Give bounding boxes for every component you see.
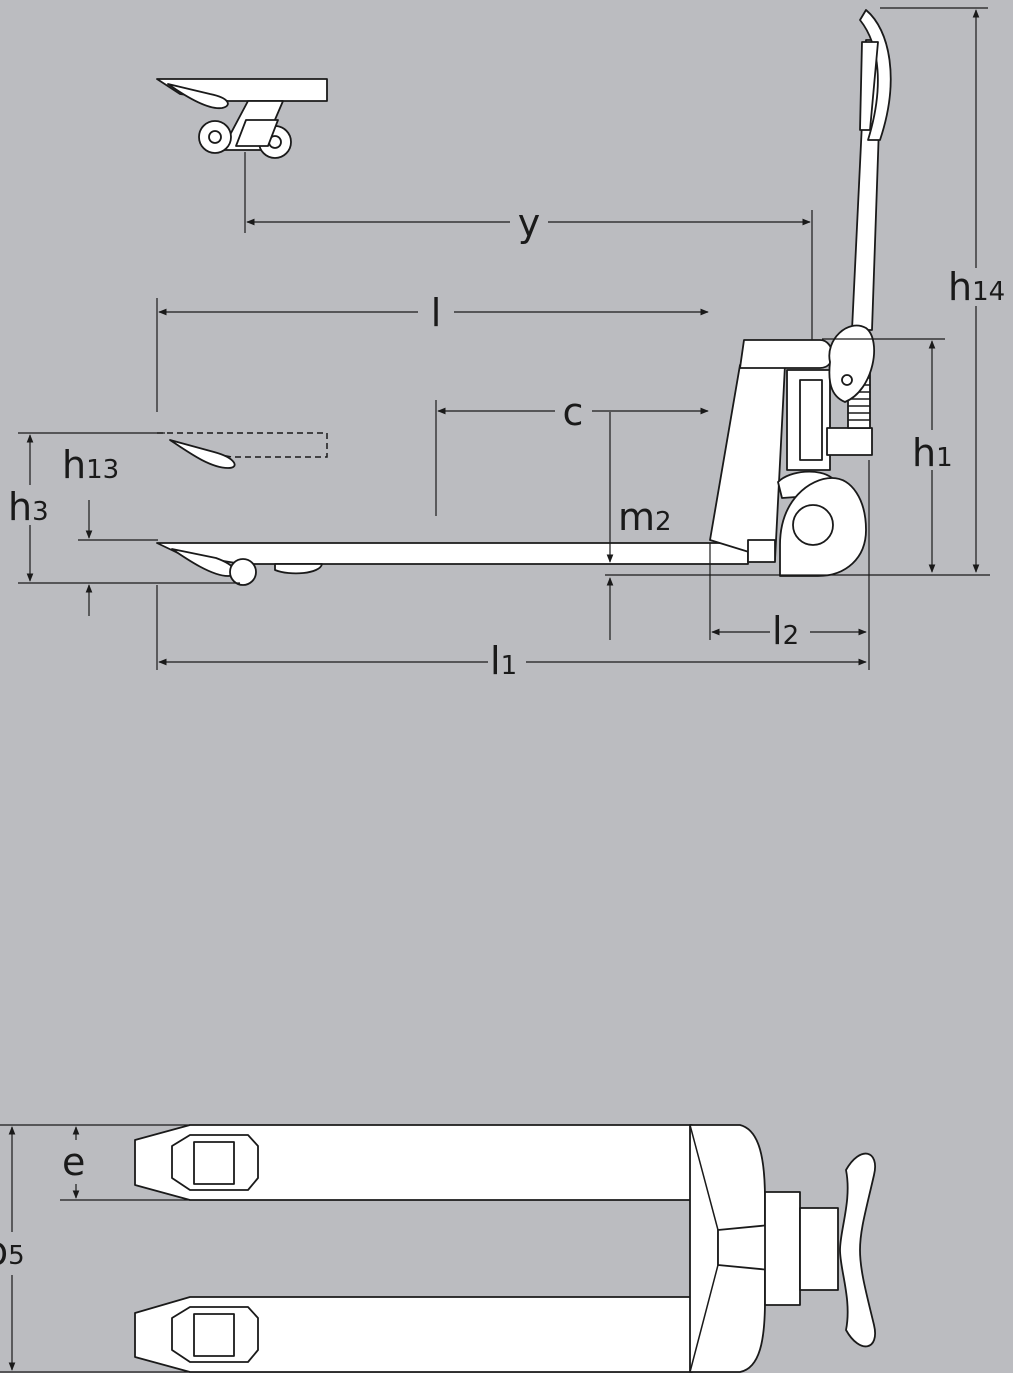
dimension-c: c <box>435 390 709 516</box>
steer-wheel <box>779 477 867 577</box>
dimension-h1: h1 <box>822 338 953 573</box>
dimension-l1: l1 <box>156 585 867 683</box>
tiller-handle <box>828 9 892 403</box>
label-l: l <box>431 291 442 335</box>
dimension-l2: l2 <box>709 460 870 670</box>
label-h3: h3 <box>8 485 49 529</box>
label-h13: h13 <box>62 443 119 487</box>
dimension-h13: h13 <box>62 443 158 616</box>
label-m2: m2 <box>618 495 672 539</box>
lowered-fork-outline <box>157 432 328 469</box>
label-h1: h1 <box>912 431 953 475</box>
dimension-e: e <box>0 1124 190 1201</box>
dimension-l: l <box>156 291 709 412</box>
dimension-h3: h3 <box>8 432 240 584</box>
dimension-y: y <box>246 201 813 340</box>
label-h14: h14 <box>948 265 1005 309</box>
label-c: c <box>563 390 584 434</box>
label-b5: b5 <box>0 1229 25 1273</box>
dimension-m2: m2 <box>606 412 672 640</box>
label-l2: l2 <box>772 609 799 653</box>
raised-fork-detail <box>156 78 328 233</box>
label-e: e <box>62 1140 85 1184</box>
top-handle-grip <box>839 1152 876 1348</box>
dimension-b5: b5 <box>0 1126 190 1373</box>
top-view <box>134 1124 876 1373</box>
label-l1: l1 <box>490 639 517 683</box>
main-fork <box>156 542 749 586</box>
chassis <box>709 339 873 563</box>
label-y: y <box>518 201 541 245</box>
dimension-h14: h14 <box>880 7 1005 573</box>
